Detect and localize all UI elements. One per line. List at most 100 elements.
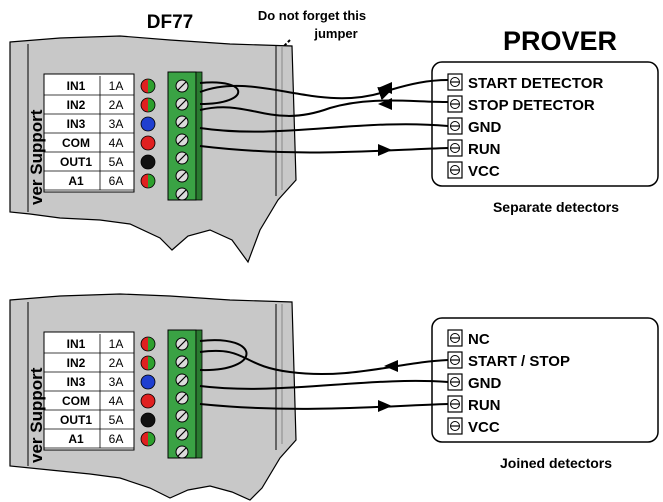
wire-run-2: [199, 403, 449, 410]
led-blue: [141, 375, 155, 389]
led-red: [141, 136, 155, 150]
jumper-note-line2: jumper: [313, 26, 357, 41]
terminal-name-in3: IN3: [67, 117, 86, 131]
screw-slot: [177, 339, 187, 349]
panel-side-label: ver Support: [27, 109, 46, 205]
led-red-half: [141, 79, 148, 93]
prover-terminal-label: START / STOP: [468, 353, 570, 370]
arrow-stop: [378, 98, 392, 110]
wire-start: [199, 79, 449, 101]
prover-terminal-label: VCC: [468, 419, 500, 436]
jumper-wire: [199, 81, 240, 105]
terminal-code-5a: 5A: [109, 413, 124, 427]
screw-slot: [177, 429, 187, 439]
terminal-name-in1: IN1: [67, 79, 86, 93]
prover-box-2: [431, 317, 659, 443]
led-blue: [141, 117, 155, 131]
caption-joined: Joined detectors: [500, 455, 612, 471]
led-green-half: [148, 79, 155, 93]
led-red-half: [141, 356, 148, 370]
led-red-half: [141, 337, 148, 351]
arrow-run-2: [378, 400, 392, 412]
terminal-name-in2: IN2: [67, 98, 86, 112]
terminal-code-3a: 3A: [109, 117, 124, 131]
terminal-code-6a: 6A: [109, 432, 124, 446]
led-black: [141, 413, 155, 427]
screw-slot: [177, 393, 187, 403]
prover-title: PROVER: [503, 26, 617, 56]
screw-slot: [177, 447, 187, 457]
prover-terminal-label: VCC: [468, 163, 500, 180]
prover-terminal-label: GND: [468, 375, 502, 392]
terminal-code-6a: 6A: [109, 174, 124, 188]
led-black: [141, 155, 155, 169]
prover-terminal-label: RUN: [468, 141, 501, 158]
terminal-code-1a: 1A: [109, 337, 124, 351]
wire-stop: [199, 99, 449, 117]
arrow-start: [378, 82, 392, 94]
jumper-wire-2: [199, 339, 248, 372]
screw-slot: [177, 99, 187, 109]
led-outline: [140, 393, 156, 409]
prover-terminal-label: STOP DETECTOR: [468, 97, 595, 114]
led-outline: [140, 135, 156, 151]
screw-slot: [177, 171, 187, 181]
panel-side-label-2: ver Support: [27, 367, 46, 463]
led-outline: [140, 336, 156, 352]
terminal-name-in3: IN3: [67, 375, 86, 389]
led-red-half: [141, 98, 148, 112]
led-outline: [140, 355, 156, 371]
terminal-code-2a: 2A: [109, 356, 124, 370]
terminal-code-5a: 5A: [109, 155, 124, 169]
screw-slot: [177, 357, 187, 367]
terminal-code-3a: 3A: [109, 375, 124, 389]
led-outline: [140, 97, 156, 113]
led-outline: [140, 116, 156, 132]
terminal-name-com: COM: [62, 136, 90, 150]
led-green-half: [148, 98, 155, 112]
screw-slot: [177, 411, 187, 421]
terminal-code-1a: 1A: [109, 79, 124, 93]
terminal-name-in1: IN1: [67, 337, 86, 351]
terminal-name-out1: OUT1: [60, 155, 92, 169]
wire-start-stop: [199, 349, 449, 375]
arrow-run: [378, 144, 392, 156]
led-red: [141, 394, 155, 408]
screw-slot: [177, 189, 187, 199]
prover-terminal-label: START DETECTOR: [468, 75, 603, 92]
led-outline: [140, 374, 156, 390]
prover-terminal-label: RUN: [468, 397, 501, 414]
led-red-half: [141, 432, 148, 446]
terminal-name-a1: A1: [68, 432, 84, 446]
wire-run: [199, 145, 449, 154]
led-green-half: [148, 432, 155, 446]
terminal-code-4a: 4A: [109, 394, 124, 408]
screw-slot: [177, 375, 187, 385]
terminal-code-4a: 4A: [109, 136, 124, 150]
diagram-separate-detectors: ver Support IN1 1A IN2 2A IN3 3A COM 4A OUT1 5A A1…: [9, 35, 659, 264]
led-outline: [140, 173, 156, 189]
screw-slot: [177, 117, 187, 127]
led-outline: [140, 412, 156, 428]
led-red-half: [141, 174, 148, 188]
led-green-half: [148, 356, 155, 370]
caption-separate: Separate detectors: [493, 199, 619, 215]
led-outline: [140, 154, 156, 170]
terminal-name-com: COM: [62, 394, 90, 408]
wire-gnd: [199, 123, 449, 133]
prover-terminal-label: GND: [468, 119, 502, 136]
led-outline: [140, 78, 156, 94]
screw-slot: [177, 135, 187, 145]
screw-slot: [177, 153, 187, 163]
led-outline: [140, 431, 156, 447]
led-green-half: [148, 174, 155, 188]
led-green-half: [148, 337, 155, 351]
terminal-code-2a: 2A: [109, 98, 124, 112]
jumper-note-line1: Do not forget this: [258, 8, 366, 23]
df77-label: DF77: [147, 12, 193, 33]
screw-slot: [177, 81, 187, 91]
prover-terminal-label: NC: [468, 331, 490, 348]
terminal-name-a1: A1: [68, 174, 84, 188]
